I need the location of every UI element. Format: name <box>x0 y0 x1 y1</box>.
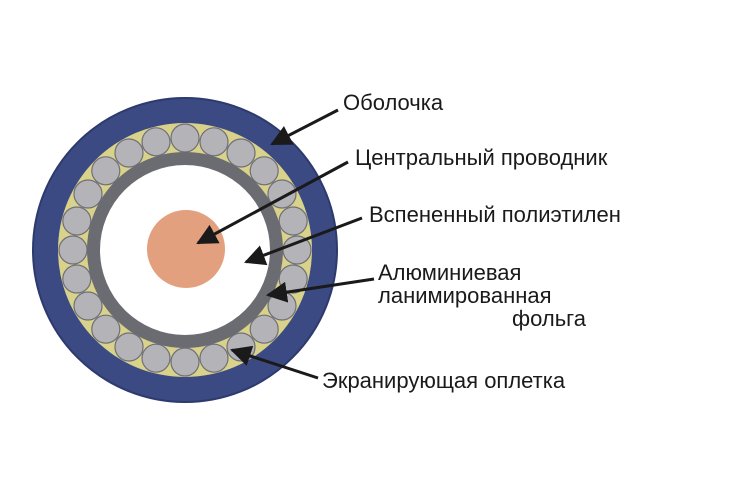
braid-strand <box>114 138 144 168</box>
braid-strand <box>226 138 256 168</box>
jacket-arrow <box>270 108 339 146</box>
label-foam-dielectric: Вспененный полиэтилен <box>369 202 621 227</box>
label-center-conductor: Центральный проводник <box>355 145 608 170</box>
label-foil-line3: фольга <box>512 306 587 331</box>
braid-strand <box>267 291 297 321</box>
braid-strand <box>199 127 229 157</box>
braid-arrow <box>230 345 319 380</box>
foil-arrow <box>265 277 375 303</box>
leader-arrows <box>196 108 375 380</box>
braid-strand <box>62 206 92 236</box>
label-foil-line1: Алюминиевая <box>378 260 521 285</box>
braid-strand <box>91 314 121 344</box>
braid-strand <box>141 343 171 373</box>
center-conductor-arrow <box>196 160 349 245</box>
braid-strand <box>114 332 144 362</box>
label-jacket: Оболочка <box>343 90 444 115</box>
center-conductor <box>147 210 225 288</box>
braid-strand <box>58 235 88 265</box>
labels: Оболочка Центральный проводник Вспененны… <box>322 90 621 393</box>
braid-strand <box>249 314 279 344</box>
braid-strand <box>249 156 279 186</box>
foam-dielectric-arrow <box>244 216 363 266</box>
braid-strand <box>170 123 200 153</box>
cable-cross-section <box>32 97 338 403</box>
braid-strand <box>170 347 200 377</box>
braid-strand <box>73 179 103 209</box>
braid-strand <box>278 206 308 236</box>
braid-strand <box>73 291 103 321</box>
braid-strand <box>199 343 229 373</box>
braid-strand <box>91 156 121 186</box>
braid-strand <box>62 264 92 294</box>
braid-strand <box>141 127 171 157</box>
label-braid: Экранирующая оплетка <box>322 368 566 393</box>
label-foil-line2: ланимированная <box>378 283 552 308</box>
